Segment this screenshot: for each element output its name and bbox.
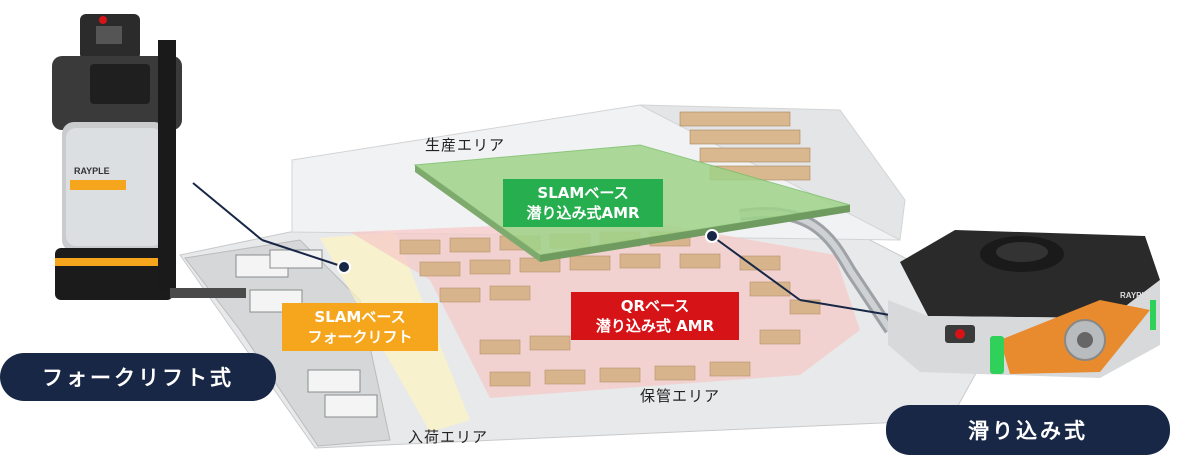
qr-amr-tag-line2: 潜り込み式 AMR (595, 317, 715, 335)
slam-forklift-tag: SLAMベース フォークリフト (282, 303, 438, 351)
qr-amr-tag: QRベース 潜り込み式 AMR (571, 292, 739, 340)
slam-forklift-tag-line1: SLAMベース (314, 308, 406, 326)
upper-shelving (679, 111, 811, 181)
forklift-connector (192, 182, 263, 241)
slam-amr-tag-line1: SLAMベース (537, 184, 629, 202)
slam-forklift-tag-line2: フォークリフト (307, 328, 413, 346)
amr-connector (711, 235, 801, 301)
amr-marker (705, 229, 719, 243)
forklift-brand-mark: RAYPLE (74, 166, 110, 176)
underride-type-pill: 滑り込み式 (886, 405, 1170, 455)
slam-amr-tag-line2: 潜り込み式AMR (526, 204, 640, 222)
receiving-area-label: 入荷エリア (408, 428, 489, 446)
amr-brand-mark: RAYPLE (1120, 291, 1152, 300)
slam-amr-tag: SLAMベース 潜り込み式AMR (503, 179, 663, 227)
production-area-label: 生産エリア (425, 136, 506, 154)
forklift-robot (52, 14, 246, 300)
storage-area-label: 保管エリア (640, 387, 721, 405)
forklift-type-pill: フォークリフト式 (0, 353, 276, 401)
forklift-marker (337, 260, 351, 274)
underride-amr-robot (888, 230, 1160, 378)
qr-amr-tag-line1: QRベース (620, 297, 690, 315)
